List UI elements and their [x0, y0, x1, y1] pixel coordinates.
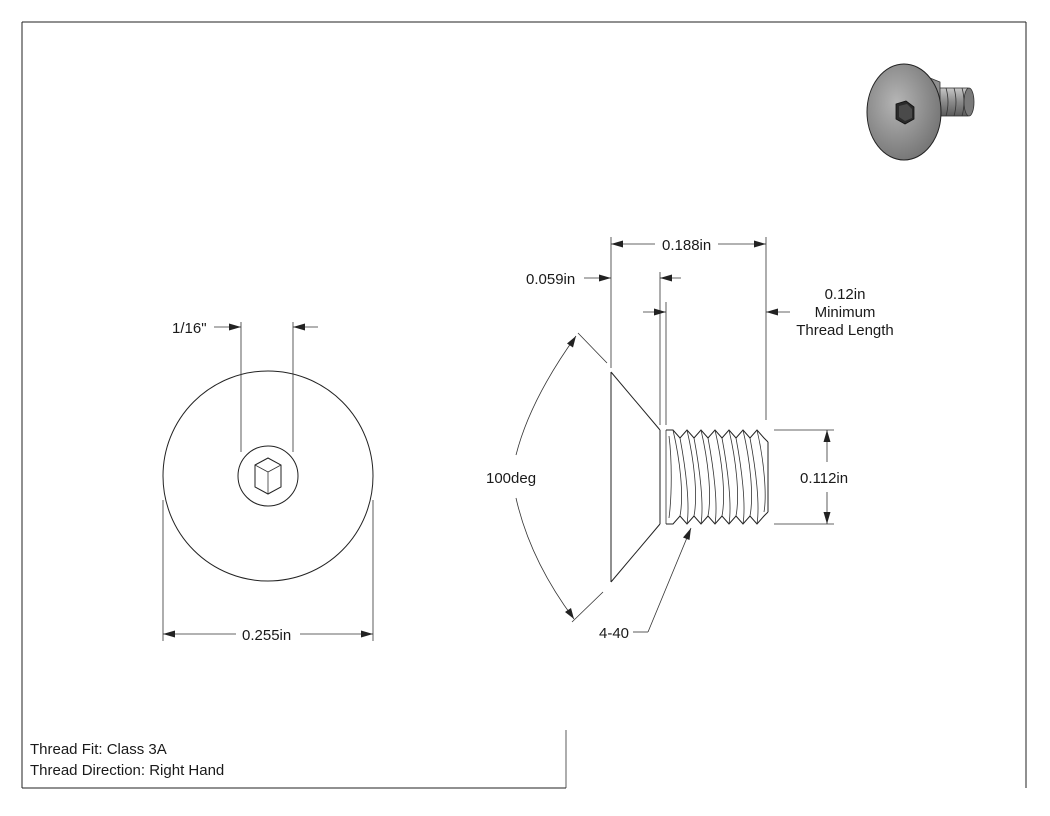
thread-direction-note: Thread Direction: Right Hand	[30, 762, 224, 779]
hex-size-label: 1/16"	[172, 320, 207, 337]
hex-socket	[254, 457, 282, 495]
head-diameter-label: 0.255in	[242, 627, 291, 644]
thread-fit-note: Thread Fit: Class 3A	[30, 741, 167, 758]
dim-head-height: 0.059in	[526, 271, 611, 288]
dim-major-diameter: 0.112in	[774, 429, 848, 525]
overall-length-label: 0.188in	[662, 237, 711, 254]
sheet-border	[21, 21, 1027, 789]
thread-callout-label: 4-40	[599, 625, 629, 642]
screw-side-view	[610, 371, 769, 583]
head-outline	[162, 370, 374, 582]
drawing-notes: Thread Fit: Class 3A Thread Direction: R…	[30, 741, 224, 779]
thread-length-line1: Minimum	[815, 304, 876, 321]
dim-overall-length: 0.188in	[610, 237, 767, 420]
thread-length-value: 0.12in	[825, 286, 866, 303]
hex-socket-counterbore	[237, 445, 299, 507]
head-angle-label: 100deg	[486, 470, 536, 487]
dim-thread-length: 0.12in Minimum Thread Length	[643, 272, 894, 425]
thread-length-line2: Thread Length	[796, 322, 894, 339]
head-front-view	[162, 370, 374, 582]
dim-hex-size: 1/16"	[172, 320, 318, 452]
major-diameter-label: 0.112in	[800, 470, 848, 487]
screw-thumbnail	[866, 63, 975, 161]
dim-head-angle: 100deg	[486, 332, 608, 623]
dim-head-diameter: 0.255in	[162, 500, 374, 644]
head-height-label: 0.059in	[526, 271, 575, 288]
thread-callout: 4-40	[599, 527, 692, 642]
